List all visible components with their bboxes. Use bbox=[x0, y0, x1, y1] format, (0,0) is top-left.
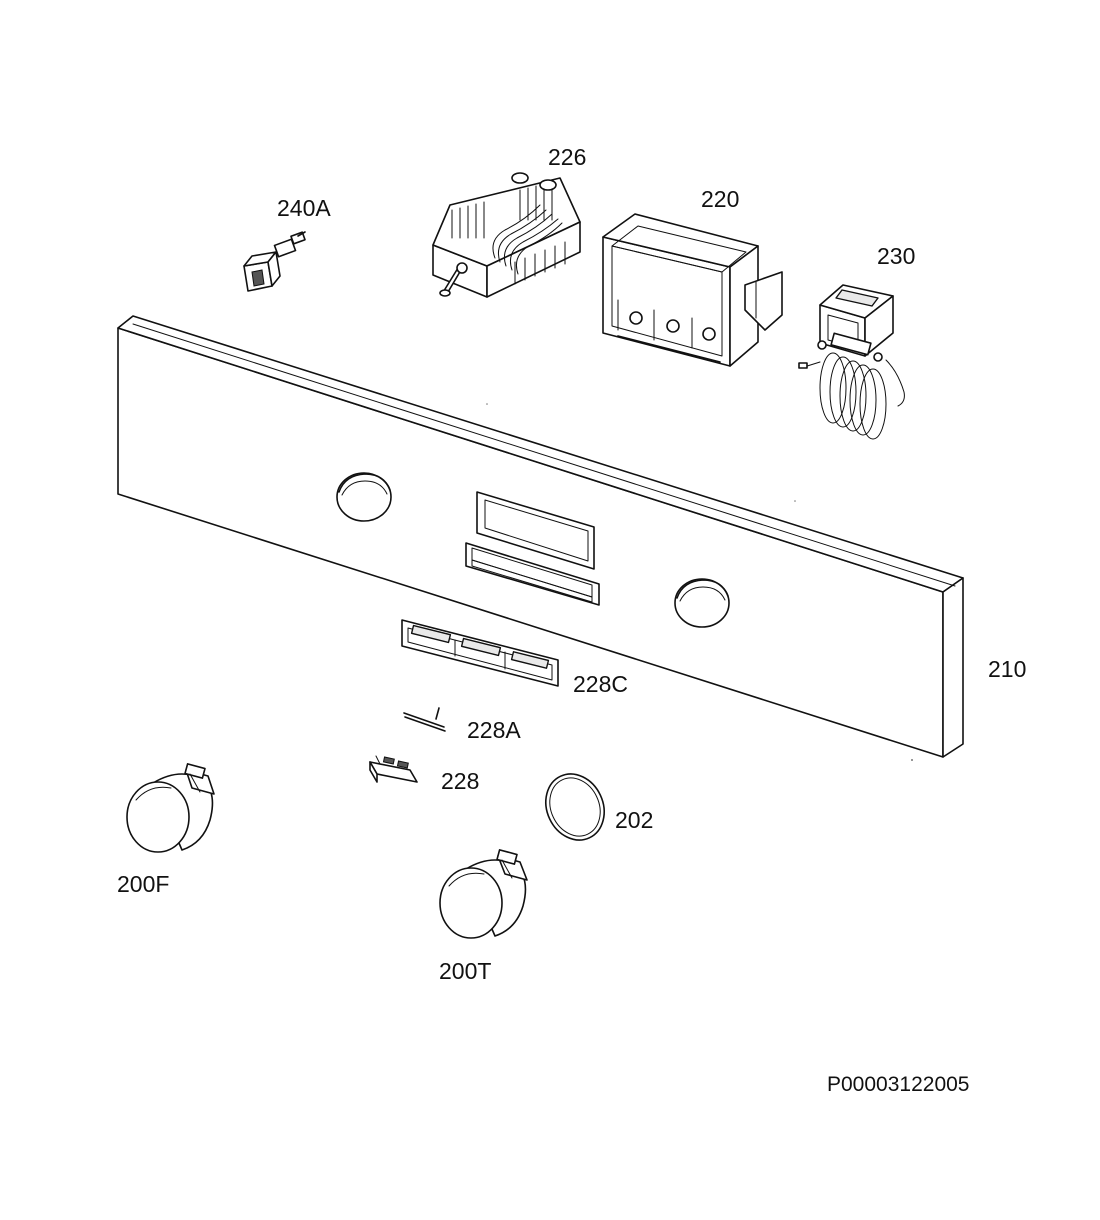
label-228C: 228C bbox=[573, 671, 628, 697]
label-226: 226 bbox=[548, 144, 586, 170]
label-220: 220 bbox=[701, 186, 739, 212]
thermostat-230[interactable] bbox=[798, 284, 905, 440]
push-button-228[interactable] bbox=[369, 755, 418, 783]
light-guide-228C[interactable] bbox=[401, 619, 559, 687]
spring-pin-228A[interactable] bbox=[403, 707, 446, 732]
label-200T: 200T bbox=[439, 958, 491, 984]
selector-switch-226[interactable] bbox=[432, 172, 581, 298]
control-panel-210[interactable] bbox=[117, 315, 964, 758]
knob-200T[interactable] bbox=[439, 849, 528, 939]
ring-202[interactable] bbox=[535, 764, 614, 849]
switch-240A[interactable] bbox=[243, 231, 306, 292]
label-228: 228 bbox=[441, 768, 479, 794]
diagram-id: P00003122005 bbox=[827, 1073, 969, 1096]
label-240A: 240A bbox=[277, 195, 331, 221]
label-228A: 228A bbox=[467, 717, 521, 743]
label-202: 202 bbox=[615, 807, 653, 833]
label-230: 230 bbox=[877, 243, 915, 269]
label-200F: 200F bbox=[117, 871, 169, 897]
label-210: 210 bbox=[988, 656, 1026, 682]
display-housing-220[interactable] bbox=[602, 213, 783, 367]
knob-200F[interactable] bbox=[126, 763, 215, 853]
